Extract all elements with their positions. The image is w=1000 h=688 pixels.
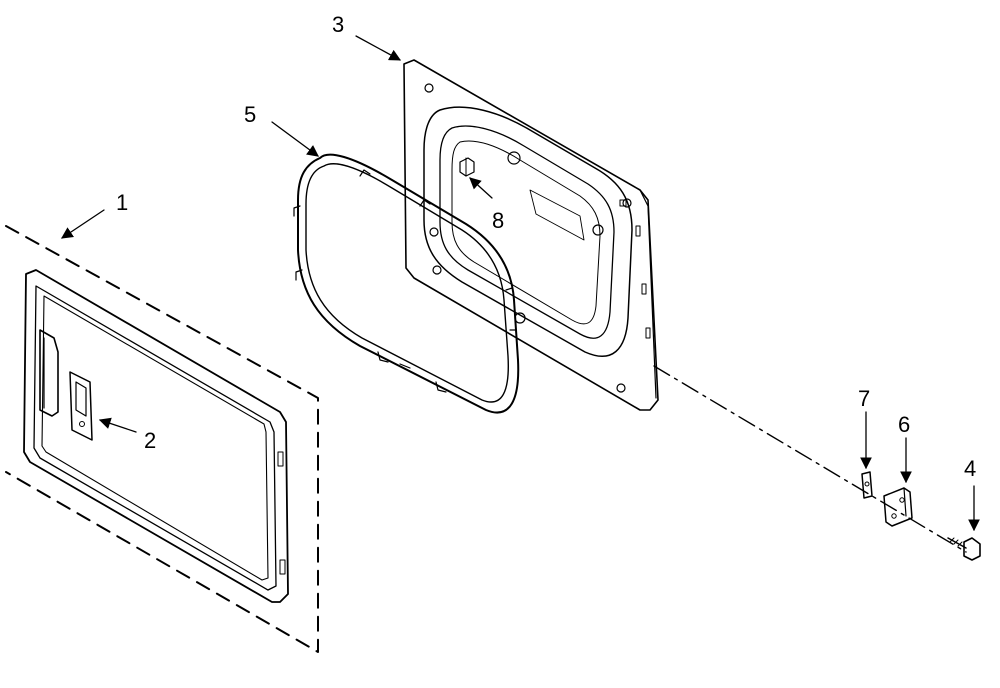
callout-3: 3 [332, 12, 344, 37]
callout-8: 8 [492, 208, 504, 233]
part-1-door-assembly [5, 225, 319, 653]
callout-5: 5 [244, 102, 256, 127]
callout-6: 6 [898, 412, 910, 437]
axis-centerline [653, 365, 967, 553]
callout-1: 1 [116, 190, 128, 215]
part-5-gasket [293, 153, 520, 414]
part-8-clip [459, 157, 475, 177]
callout-4: 4 [964, 456, 976, 481]
part-3-door-panel [403, 59, 659, 411]
callout-2: 2 [144, 428, 156, 453]
callout-7: 7 [858, 386, 870, 411]
part-7-pin [861, 471, 873, 499]
part-2-latch-plate [69, 371, 93, 441]
part-6-hinge [883, 487, 913, 527]
part-4-screw [947, 537, 981, 561]
leader-lines [61, 35, 980, 532]
